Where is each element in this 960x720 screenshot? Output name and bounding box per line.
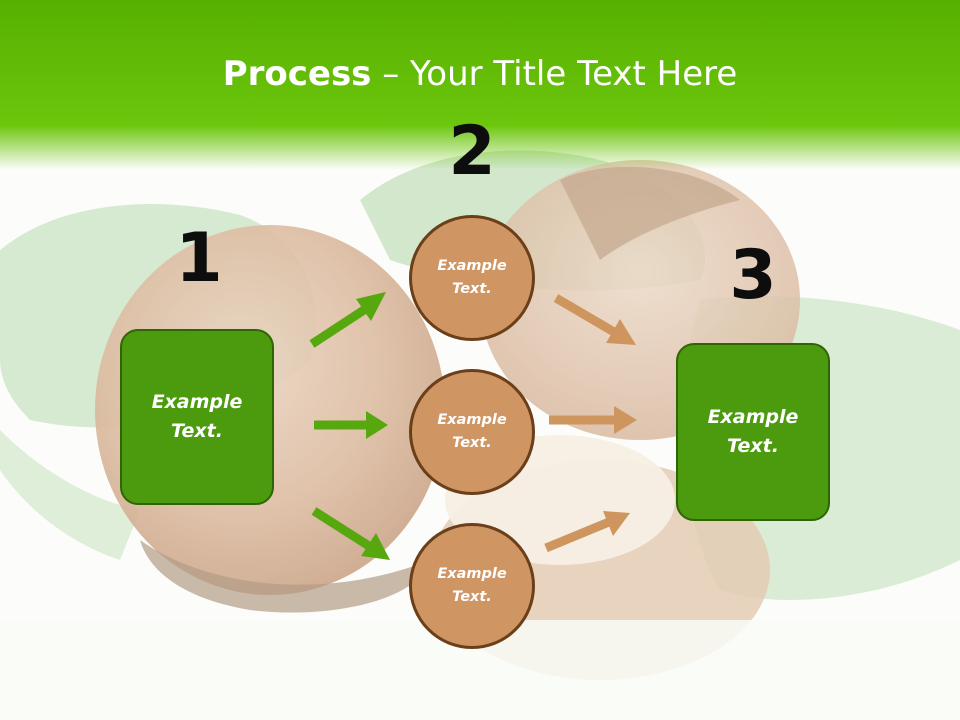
- arrow-from-circle-middle: [549, 406, 637, 434]
- title-bold: Process: [222, 54, 372, 94]
- step-2-circle-middle: Example Text.: [409, 369, 535, 495]
- circle-middle-text: Example Text.: [437, 412, 507, 451]
- title-band: [0, 0, 960, 170]
- slide-title: Process – Your Title Text Here: [0, 52, 960, 96]
- step-number-1: 1: [175, 219, 223, 298]
- step-3-box: Example Text.: [676, 343, 830, 521]
- step-3-text: Example Text.: [707, 406, 799, 457]
- step-2-circle-top: Example Text.: [409, 215, 535, 341]
- step-1-box: Example Text.: [120, 329, 274, 505]
- arrow-from-circle-bottom: [544, 511, 630, 553]
- step-number-3: 3: [729, 236, 777, 315]
- arrow-from-circle-top: [553, 294, 636, 345]
- title-rest: – Your Title Text Here: [371, 54, 738, 94]
- step-2-circle-bottom: Example Text.: [409, 523, 535, 649]
- arrow-to-circle-bottom: [311, 507, 390, 560]
- arrow-to-circle-middle: [314, 411, 388, 439]
- step-number-2: 2: [448, 112, 496, 191]
- circle-top-text: Example Text.: [437, 258, 507, 297]
- arrow-to-circle-top: [309, 292, 386, 348]
- step-1-text: Example Text.: [151, 391, 243, 442]
- circle-bottom-text: Example Text.: [437, 566, 507, 605]
